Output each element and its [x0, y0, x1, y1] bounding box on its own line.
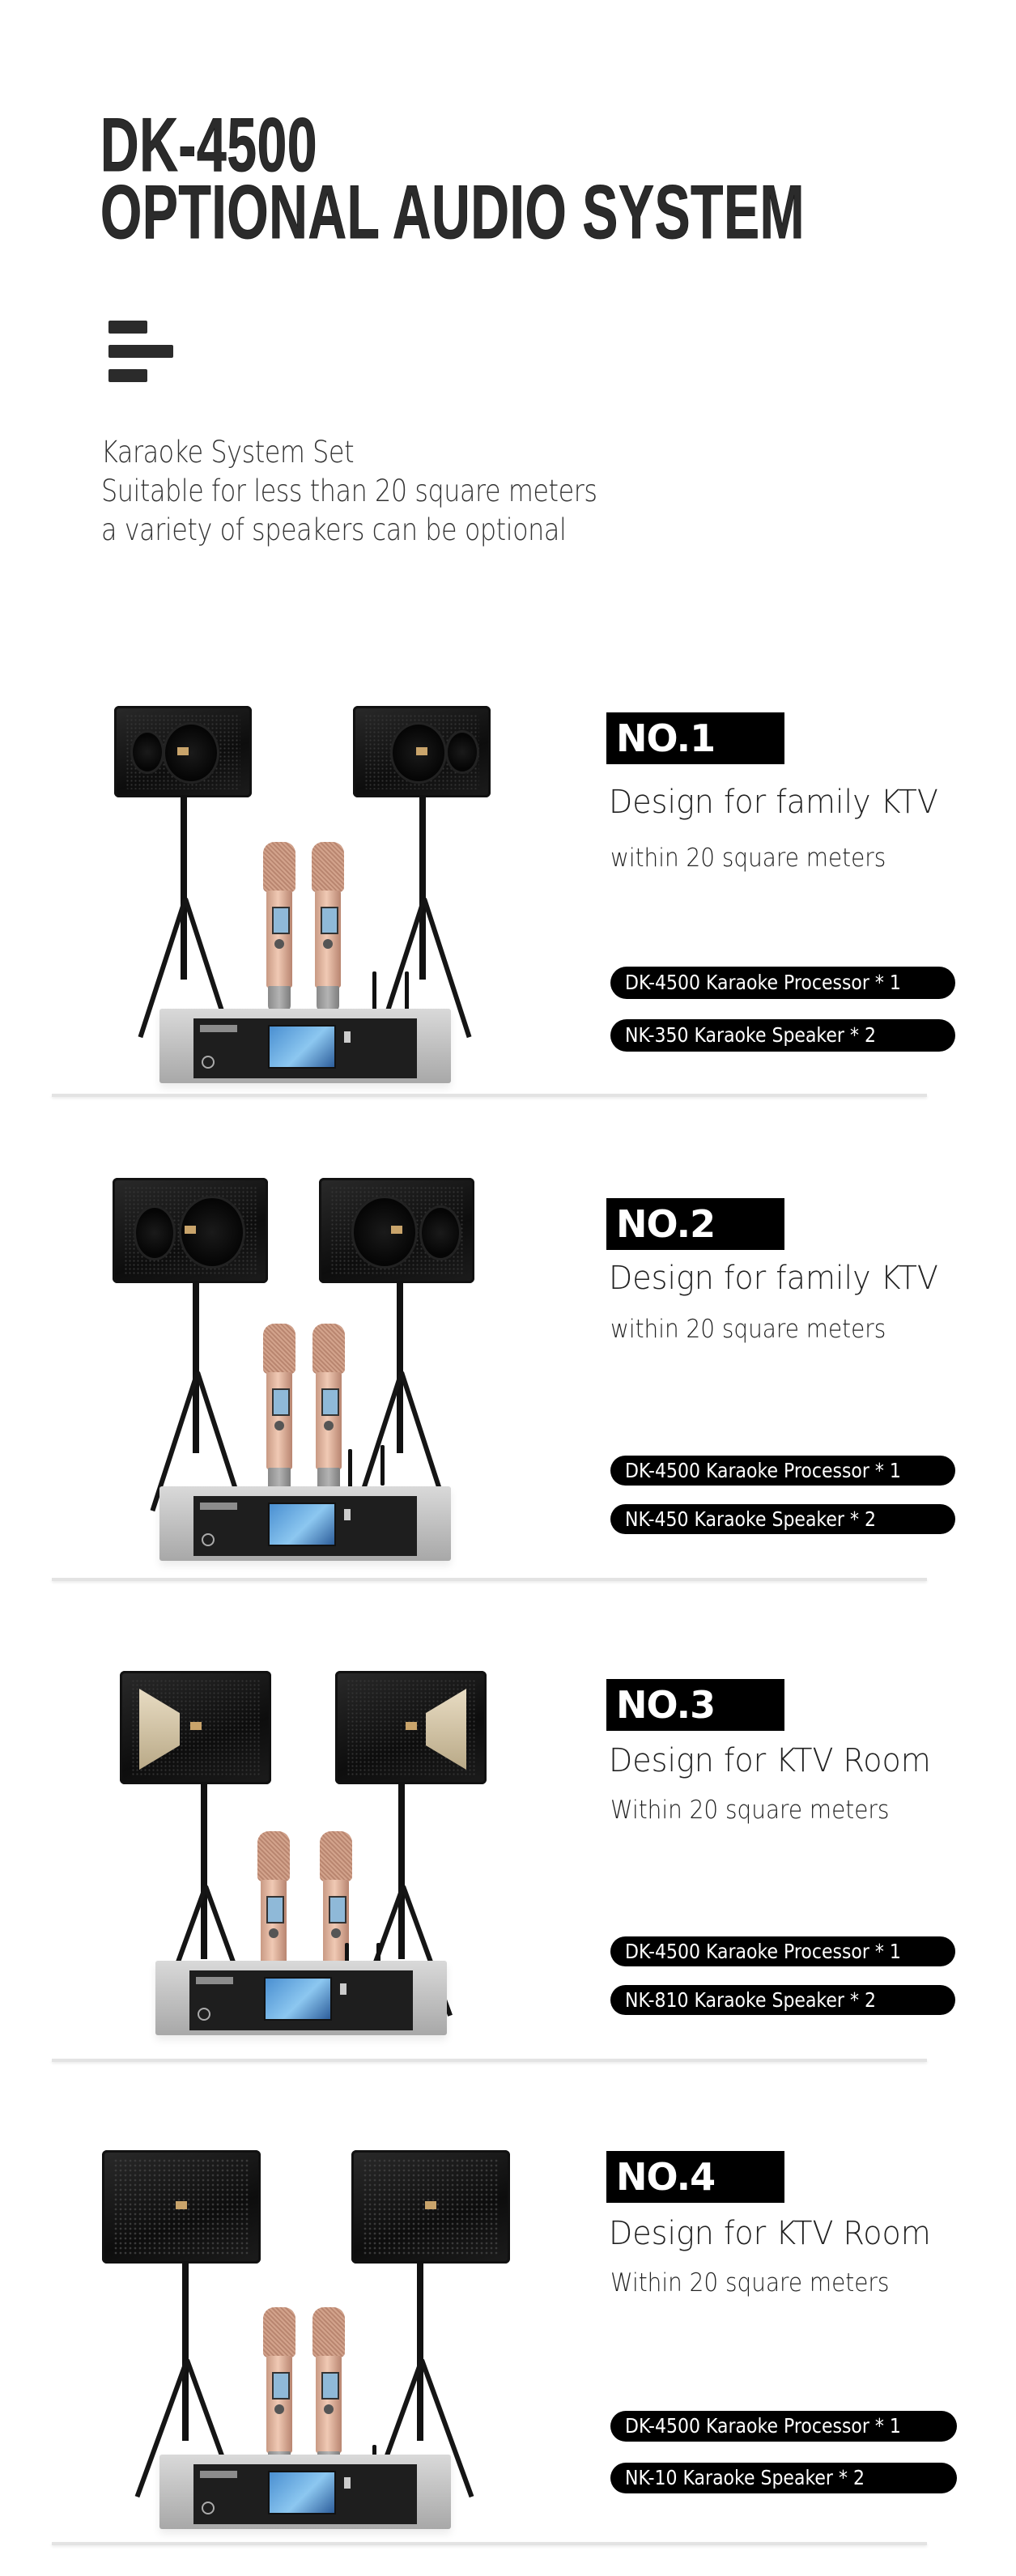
section-divider: [52, 1094, 927, 1097]
product-image-package-4: [102, 2137, 510, 2529]
section-divider: [52, 2059, 927, 2062]
wireless-mic-2: [312, 1324, 345, 1494]
product-image-package-1: [105, 696, 510, 1083]
package-subheading: within 20 square meters: [610, 1315, 886, 1344]
package-item-processor: DK-4500 Karaoke Processor * 1: [610, 1456, 955, 1486]
speaker-left: [114, 706, 252, 797]
section-divider: [52, 1578, 927, 1581]
intro-line-3: a variety of speakers can be optional: [101, 512, 567, 547]
package-heading: Design for KTV Room: [609, 2215, 931, 2252]
karaoke-processor: [155, 1961, 447, 2035]
speaker-left: [102, 2150, 261, 2264]
wireless-mic-2: [312, 2307, 345, 2477]
menu-bars-icon: [108, 321, 173, 382]
package-badge: NO.4: [606, 2151, 784, 2203]
package-item-processor: DK-4500 Karaoke Processor * 1: [610, 2411, 957, 2442]
package-heading: Design for KTV Room: [609, 1742, 931, 1779]
speaker-right: [351, 2150, 510, 2264]
package-heading: Design for family KTV: [609, 1260, 938, 1297]
karaoke-processor: [159, 1486, 451, 1561]
package-item-speaker: NK-10 Karaoke Speaker * 2: [610, 2463, 957, 2493]
speaker-left: [113, 1178, 268, 1283]
page-title-model: DK-4500: [100, 102, 318, 187]
wireless-mic-1: [263, 2307, 295, 2477]
speaker-left: [120, 1671, 271, 1784]
package-badge: NO.2: [606, 1198, 784, 1250]
karaoke-processor: [159, 2455, 451, 2529]
package-badge: NO.3: [606, 1679, 784, 1731]
package-item-processor: DK-4500 Karaoke Processor * 1: [610, 1936, 955, 1966]
speaker-right: [319, 1178, 474, 1283]
intro-line-1: Karaoke System Set: [101, 435, 355, 470]
karaoke-processor: [159, 1009, 451, 1083]
page-title-subtitle: OPTIONAL AUDIO SYSTEM: [100, 169, 806, 254]
speaker-right: [353, 706, 491, 797]
package-item-speaker: NK-450 Karaoke Speaker * 2: [610, 1504, 955, 1534]
package-item-speaker: NK-810 Karaoke Speaker * 2: [610, 1985, 955, 2015]
package-badge: NO.1: [606, 712, 784, 764]
product-image-package-3: [105, 1660, 510, 2040]
wireless-mic-1: [263, 842, 295, 1012]
package-subheading: within 20 square meters: [610, 844, 886, 873]
package-item-speaker: NK-350 Karaoke Speaker * 2: [610, 1019, 955, 1052]
package-item-processor: DK-4500 Karaoke Processor * 1: [610, 967, 955, 999]
package-heading: Design for family KTV: [609, 784, 938, 821]
wireless-mic-1: [263, 1324, 295, 1494]
intro-line-2: Suitable for less than 20 square meters: [101, 474, 597, 508]
package-subheading: Within 20 square meters: [610, 1796, 890, 1825]
product-image-package-2: [105, 1174, 510, 1561]
speaker-right: [335, 1671, 487, 1784]
package-subheading: Within 20 square meters: [610, 2268, 890, 2298]
section-divider: [52, 2542, 927, 2545]
wireless-mic-2: [312, 842, 344, 1012]
